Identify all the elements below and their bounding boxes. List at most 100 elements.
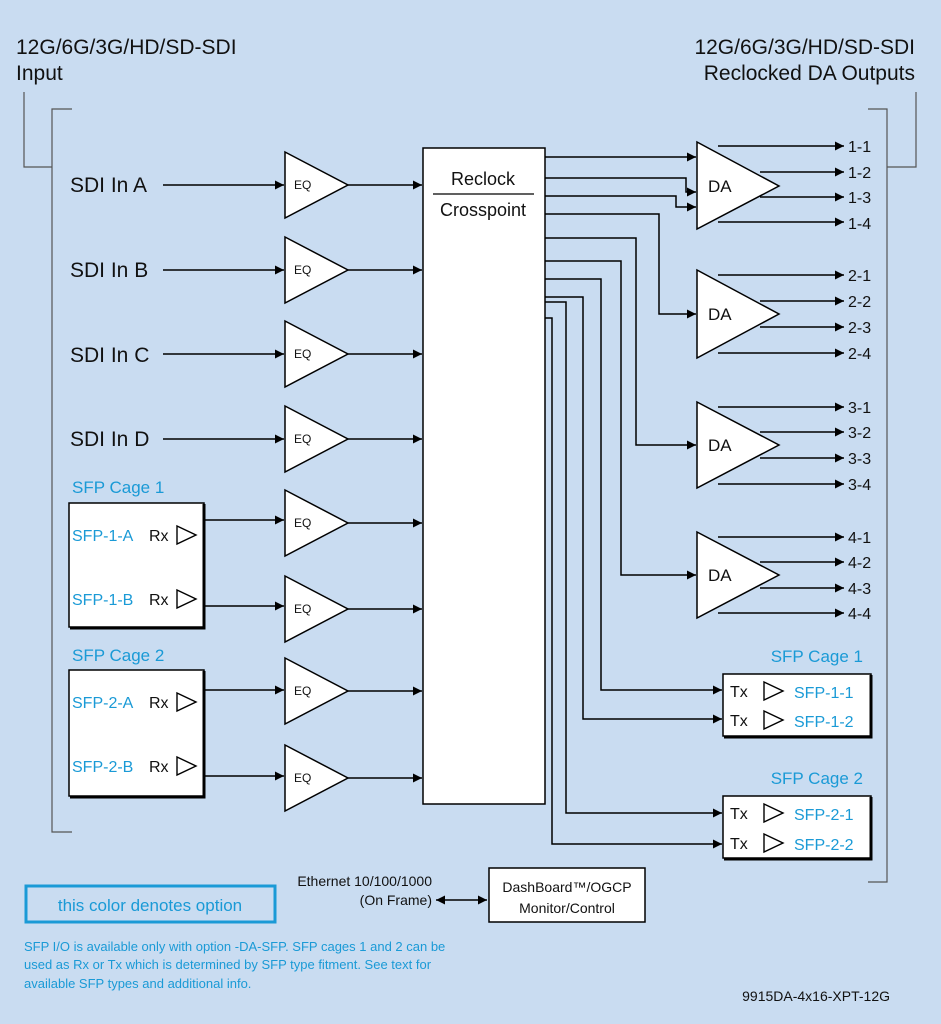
sfp-1-a-receiver-icon — [176, 524, 198, 546]
input-header-line-1: 12G/6G/3G/HD/SD-SDI — [16, 36, 237, 59]
sfp-1-a-label: SFP-1-A — [72, 528, 134, 545]
output-bracket — [868, 92, 917, 883]
sfp-in-cage-1-title: SFP Cage 1 — [72, 478, 164, 497]
eq-amp-5 — [284, 488, 350, 558]
output-label: 2-2 — [848, 294, 871, 311]
eq-amp-7 — [284, 656, 350, 726]
sfp-out-1-2-tx: Tx — [730, 713, 748, 730]
ethernet-label-line-2: (On Frame) — [360, 892, 432, 908]
output-label: 4-1 — [848, 530, 871, 547]
eq-label-6: EQ — [294, 602, 311, 616]
da-amp-4 — [696, 530, 781, 620]
sfp-out-1-2-label: SFP-1-2 — [794, 714, 854, 731]
eq-label-3: EQ — [294, 347, 311, 361]
footnote-line-2: used as Rx or Tx which is determined by … — [24, 957, 432, 972]
sfp-2-a-label: SFP-2-A — [72, 695, 134, 712]
output-labels: 1-1 1-2 1-3 1-4 2-1 2-2 2-3 2-4 3-1 3-2 … — [848, 139, 871, 623]
eq-label-2: EQ — [294, 263, 311, 277]
da-amp-2 — [696, 268, 781, 360]
output-label: 3-3 — [848, 451, 871, 468]
output-label: 2-1 — [848, 268, 871, 285]
dashboard-control-box — [488, 867, 646, 923]
sfp-1-b-receiver-icon — [176, 588, 198, 610]
crosspoint-output-routing — [545, 152, 722, 849]
output-label: 4-4 — [848, 606, 871, 623]
sfp-out-1-1-transmitter-icon — [763, 680, 785, 702]
sfp-1-b-rx: Rx — [149, 592, 169, 609]
option-legend: this color denotes option — [24, 884, 277, 924]
da-label-3: DA — [708, 436, 732, 455]
sfp-in-cage-2-title: SFP Cage 2 — [72, 646, 164, 665]
eq-amp-4 — [284, 404, 350, 474]
sdi-in-b-label: SDI In B — [70, 259, 148, 282]
sfp-2-b-rx: Rx — [149, 759, 169, 776]
eq-amplifiers: EQ EQ EQ EQ EQ EQ EQ EQ — [284, 150, 350, 813]
output-label: 4-3 — [848, 581, 871, 598]
sfp-out-1-2-transmitter-icon — [763, 709, 785, 731]
legend-box — [24, 884, 277, 924]
sfp-output-cage-1: SFP Cage 1 Tx SFP-1-1 Tx SFP-1-2 — [722, 647, 873, 739]
sfp-out-2-1-tx: Tx — [730, 806, 748, 823]
sfp-out-2-2-transmitter-icon — [763, 832, 785, 854]
sfp-2-a-receiver-icon — [176, 691, 198, 713]
footnote-line-3: available SFP types and additional info. — [24, 976, 251, 991]
ethernet-label-line-1: Ethernet 10/100/1000 — [297, 873, 432, 889]
eq-amp-8 — [284, 743, 350, 813]
output-header-line-1: 12G/6G/3G/HD/SD-SDI — [694, 36, 915, 59]
sfp-2-a-rx: Rx — [149, 695, 169, 712]
da-amp-3 — [696, 400, 781, 490]
dashboard-control-line-2: Monitor/Control — [519, 900, 615, 916]
output-label: 1-3 — [848, 190, 871, 207]
eq-amp-2 — [284, 235, 350, 305]
crosspoint-line-1: Reclock — [451, 169, 516, 189]
sfp-1-b-label: SFP-1-B — [72, 592, 133, 609]
output-label: 3-4 — [848, 477, 871, 494]
output-label: 1-4 — [848, 216, 871, 233]
eq-amp-6 — [284, 574, 350, 644]
sfp-2-b-label: SFP-2-B — [72, 759, 133, 776]
output-header-line-2: Reclocked DA Outputs — [704, 62, 915, 85]
sfp-output-cage-2: SFP Cage 2 Tx SFP-2-1 Tx SFP-2-2 — [722, 769, 873, 861]
sfp-out-2-2-tx: Tx — [730, 836, 748, 853]
eq-amp-1 — [284, 150, 350, 220]
legend-text: this color denotes option — [58, 896, 242, 915]
crosspoint-line-2: Crosspoint — [440, 200, 526, 220]
da-amp-1 — [696, 140, 781, 231]
reclock-crosspoint-block: Reclock Crosspoint — [422, 147, 546, 805]
eq-amp-3 — [284, 319, 350, 389]
da-label-4: DA — [708, 566, 732, 585]
sfp-input-cage-2: SFP Cage 2 SFP-2-A Rx SFP-2-B Rx — [68, 646, 206, 799]
sdi-in-a-label: SDI In A — [70, 174, 147, 197]
sfp-input-lines — [204, 515, 284, 781]
sfp-input-cage-1: SFP Cage 1 SFP-1-A Rx SFP-1-B Rx — [68, 478, 206, 630]
ethernet-control: Ethernet 10/100/1000 (On Frame) DashBoar… — [297, 867, 646, 923]
sdi-inputs: SDI In A SDI In B SDI In C SDI In D — [70, 174, 284, 451]
da-amplifiers: DA DA DA DA — [696, 140, 781, 620]
sdi-in-d-label: SDI In D — [70, 428, 149, 451]
footnote-line-1: SFP I/O is available only with option -D… — [24, 939, 445, 954]
output-label: 2-3 — [848, 320, 871, 337]
da-label-2: DA — [708, 305, 732, 324]
eq-label-5: EQ — [294, 516, 311, 530]
sfp-2-b-receiver-icon — [176, 755, 198, 777]
sfp-out-cage-1-title: SFP Cage 1 — [771, 647, 863, 666]
sfp-out-2-1-label: SFP-2-1 — [794, 807, 854, 824]
sfp-in-cage-2-box — [68, 669, 205, 797]
eq-label-4: EQ — [294, 432, 311, 446]
output-label: 1-1 — [848, 139, 871, 156]
eq-label-7: EQ — [294, 684, 311, 698]
sfp-out-2-1-transmitter-icon — [763, 802, 785, 824]
sfp-out-1-1-label: SFP-1-1 — [794, 685, 854, 702]
da-output-lines — [718, 141, 844, 618]
part-number: 9915DA-4x16-XPT-12G — [742, 988, 890, 1004]
sfp-in-cage-1-shadow — [70, 504, 206, 630]
sfp-out-1-1-tx: Tx — [730, 684, 748, 701]
output-label: 1-2 — [848, 165, 871, 182]
input-header-line-2: Input — [16, 62, 63, 85]
da-label-1: DA — [708, 177, 732, 196]
output-label: 3-2 — [848, 425, 871, 442]
sdi-in-c-label: SDI In C — [70, 344, 149, 367]
sfp-1-a-rx: Rx — [149, 528, 169, 545]
eq-to-crosspoint-lines — [348, 180, 422, 783]
output-label: 4-2 — [848, 555, 871, 572]
